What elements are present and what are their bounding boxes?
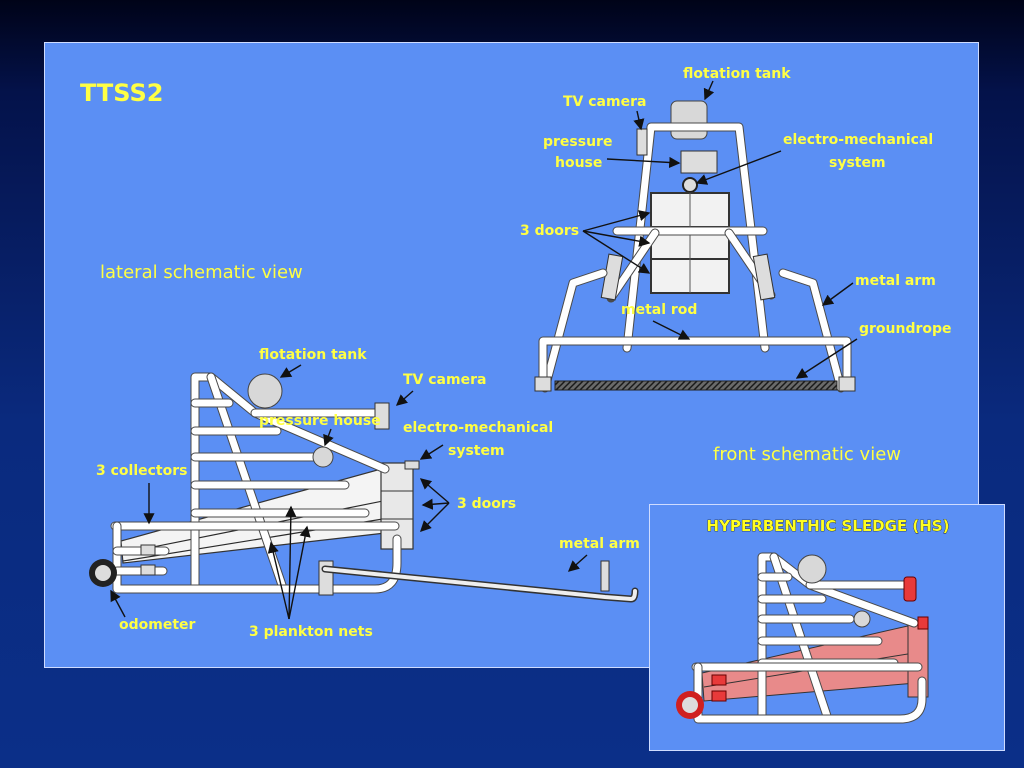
inset-flotation-tank	[797, 554, 827, 584]
main-diagram-panel: TTSS2	[44, 42, 979, 668]
front-label-tv-camera: TV camera	[563, 94, 646, 110]
lateral-flotation-tank	[247, 373, 283, 409]
lateral-tv-camera	[374, 402, 390, 430]
diagram-title: TTSS2	[80, 79, 163, 107]
front-groundrope	[554, 380, 838, 391]
lateral-label-doors: 3 doors	[457, 496, 516, 512]
lateral-view-label: lateral schematic view	[100, 262, 303, 283]
front-label-metal-rod: metal rod	[621, 302, 697, 318]
front-view-label: front schematic view	[713, 444, 901, 465]
lateral-label-flotation-tank: flotation tank	[259, 347, 367, 363]
inset-camera	[903, 576, 917, 602]
hyperbenthic-sledge-diagram: HYPERBENTHIC SLEDGE (HS)	[676, 517, 950, 724]
front-label-groundrope: groundrope	[859, 321, 952, 337]
inset-odometer	[676, 691, 704, 719]
inset-title: HYPERBENTHIC SLEDGE (HS)	[707, 517, 950, 535]
lateral-schematic-view	[89, 372, 639, 603]
inset-panel: HYPERBENTHIC SLEDGE (HS)	[649, 504, 1005, 751]
lateral-label-tv-camera: TV camera	[403, 372, 486, 388]
lateral-label-odometer: odometer	[119, 617, 196, 633]
front-label-metal-arm: metal arm	[855, 273, 936, 289]
front-label-pressure-1: pressure	[543, 134, 612, 150]
front-schematic-view	[534, 100, 856, 393]
front-label-flotation-tank: flotation tank	[683, 66, 791, 82]
ttss2-diagram: TTSS2	[80, 66, 952, 640]
front-pressure-house	[680, 150, 718, 174]
front-tv-camera	[636, 128, 648, 156]
lateral-label-metal-arm: metal arm	[559, 536, 640, 552]
lateral-label-collectors: 3 collectors	[96, 463, 187, 479]
front-label-pressure-2: house	[555, 155, 602, 171]
lateral-label-plankton-nets: 3 plankton nets	[249, 624, 373, 640]
lateral-collectors	[140, 544, 156, 556]
lateral-label-pressure-house: pressure house	[259, 413, 381, 429]
lateral-label-electro-2: system	[448, 443, 505, 459]
lateral-odometer	[89, 559, 117, 587]
front-label-doors: 3 doors	[520, 223, 579, 239]
front-doors	[650, 192, 730, 294]
front-flotation-tank	[670, 100, 708, 140]
lateral-label-electro-1: electro-mechanical	[403, 420, 553, 436]
front-label-electro-1: electro-mechanical	[783, 132, 933, 148]
front-electro-mechanical	[682, 177, 698, 193]
lateral-pressure-house	[312, 446, 334, 468]
front-label-electro-2: system	[829, 155, 886, 171]
